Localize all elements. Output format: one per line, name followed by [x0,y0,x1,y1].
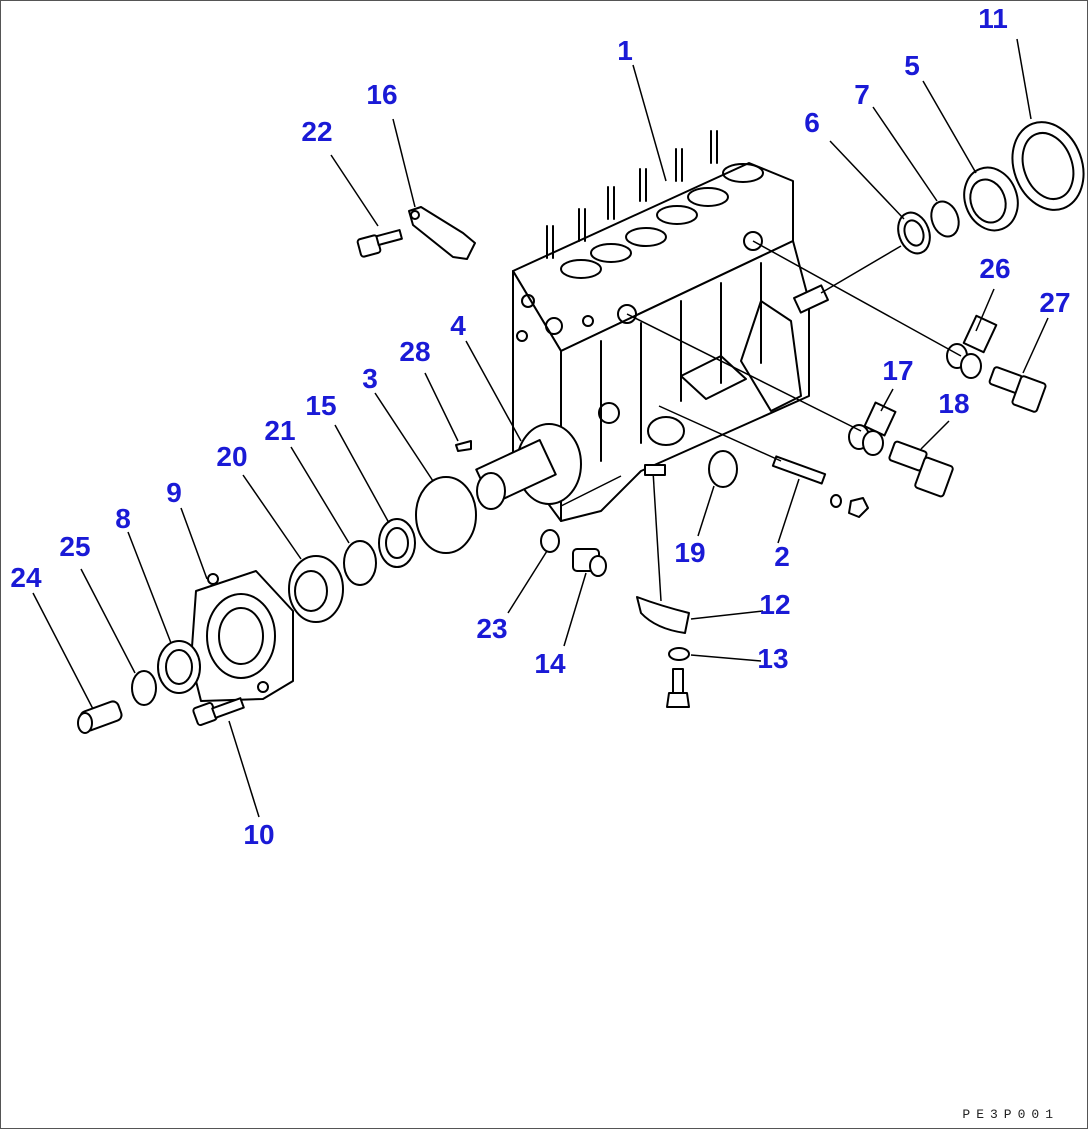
callout-14: 14 [534,648,566,679]
camshaft [475,423,582,510]
callout-24: 24 [10,562,42,593]
part-28-key [455,440,472,452]
part-2-stud [771,455,869,518]
part-27-bolt [988,366,1047,413]
part-5-bearing [963,166,1019,232]
callout-22: 22 [301,116,333,147]
leader-lines [32,38,1049,818]
callout-18: 18 [938,388,970,419]
callout-6: 6 [804,107,820,138]
callout-15: 15 [305,390,337,421]
part-13-washer [668,647,690,661]
drawing-code: PE3P001 [962,1107,1059,1122]
right-shaft-end [793,245,902,314]
part-3-o-ring [415,476,477,554]
part-12-bracket [636,464,690,634]
callout-19: 19 [674,537,706,568]
part-9-cover [190,570,294,702]
callout-11: 11 [978,3,1008,34]
callout-3: 3 [362,363,378,394]
part-17-connector [848,401,897,456]
callout-8: 8 [115,503,131,534]
part-24-pin [77,700,123,734]
part-25-washer [131,670,157,706]
part-6-seal [897,211,931,255]
part-21-shim [343,540,377,586]
callout-10: 10 [243,819,275,850]
part-8-bearing [157,640,201,694]
callout-21: 21 [264,415,296,446]
callout-9: 9 [166,477,182,508]
callout-1: 1 [617,35,633,66]
part-14-plug [572,548,607,577]
callout-2: 2 [774,541,790,572]
callout-26: 26 [979,253,1011,284]
part-26-connector [946,314,998,379]
callout-16: 16 [366,79,398,110]
callout-17: 17 [882,355,914,386]
callout-5: 5 [904,50,920,81]
part-13-bolt [666,668,690,708]
part-7-washer [930,200,960,238]
part-23-washer [540,529,560,553]
callout-4: 4 [450,310,466,341]
callout-12: 12 [759,589,791,620]
part-22-bolt [356,229,403,258]
callout-13: 13 [757,643,789,674]
callout-20: 20 [216,441,248,472]
part-16-bracket [408,206,476,260]
part-11-ring [1011,121,1085,211]
part-20-bearing [288,555,344,623]
callout-25: 25 [59,531,91,562]
part-15-seal [378,518,416,568]
callout-28: 28 [399,336,431,367]
callout-7: 7 [854,79,870,110]
callout-23: 23 [476,613,508,644]
part-10-bolt [192,697,245,727]
callout-27: 27 [1039,287,1071,318]
part-19-o-ring [708,450,738,488]
part-18-bolt [888,440,954,498]
